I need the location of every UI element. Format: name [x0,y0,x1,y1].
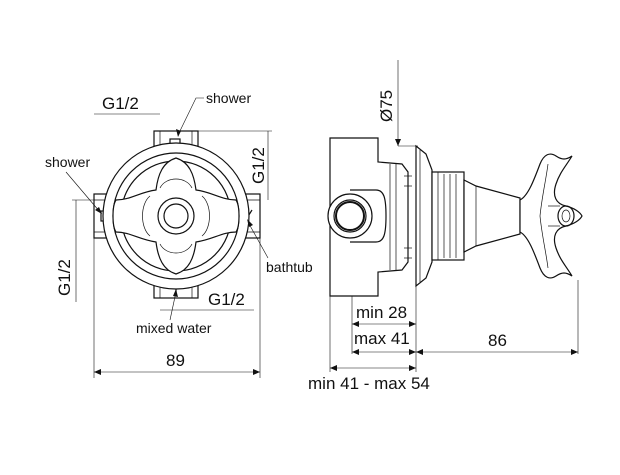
front-view: G1/2 shower shower G1/2 bathtub G1/2 G1/… [45,90,313,378]
label-g12-right: G1/2 [249,147,268,184]
inlet-port [327,193,373,239]
label-mixed-water: mixed water [136,320,212,336]
rosette-flange [415,144,433,288]
label-shower-left: shower [45,154,90,170]
dim-handle-86: 86 [488,331,507,350]
center-hub [157,197,195,235]
dim-min-28: min 28 [356,303,407,322]
label-bathtub: bathtub [266,259,313,275]
dim-overall: min 41 - max 54 [308,374,430,393]
dim-width-89: 89 [166,351,185,370]
label-g12-bottom: G1/2 [208,290,245,309]
stem [463,179,521,253]
dim-max-41: max 41 [354,329,410,348]
threaded-bonnet [431,171,465,261]
label-g12-left: G1/2 [55,259,74,296]
side-view: Ø75 min 28 max 41 86 min 41 - max 54 [308,60,583,393]
label-shower-top: shower [206,90,251,106]
dim-diameter-75: Ø75 [377,90,396,122]
label-g12-top: G1/2 [102,94,139,113]
side-handle [519,153,583,279]
